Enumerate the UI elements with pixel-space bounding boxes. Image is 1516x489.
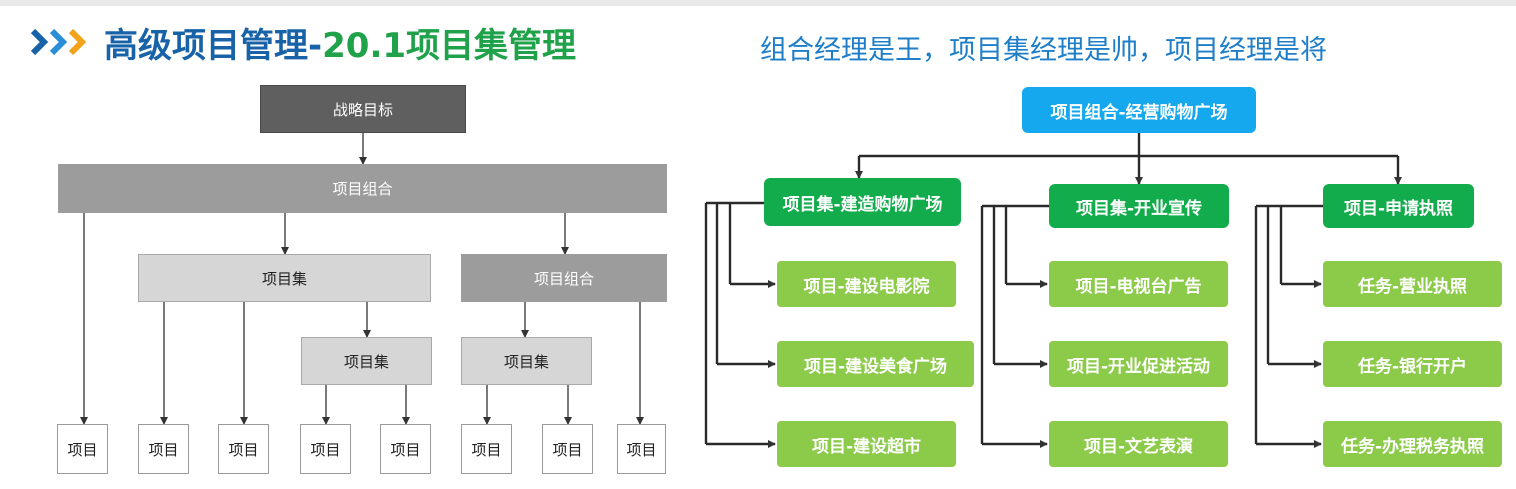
child-node: 任务-办理税务执照 (1323, 421, 1502, 467)
project-node: 项目 (380, 424, 431, 474)
subtitle: 组合经理是王，项目集经理是帅，项目经理是将 (760, 35, 1327, 66)
child-node: 项目-电视台广告 (1049, 261, 1228, 307)
strategy-node: 战略目标 (260, 85, 466, 133)
sub-portfolio-node: 项目组合 (461, 254, 667, 302)
title-main: 高级项目管理- (104, 25, 323, 66)
slide-title: 高级项目管理- 20.1项目集管理 (30, 14, 576, 70)
child-node: 项目-开业促进活动 (1049, 341, 1228, 387)
top-border (0, 0, 1516, 6)
title-highlight: 20.1项目集管理 (322, 25, 577, 66)
project-node: 项目 (138, 424, 189, 474)
program-node-a: 项目集 (138, 254, 431, 302)
project-node: 项目 (300, 424, 351, 474)
child-node: 任务-银行开户 (1323, 341, 1502, 387)
program-node-opening-promo: 项目集-开业宣传 (1049, 184, 1229, 228)
child-node: 项目-建设电影院 (777, 261, 956, 307)
project-node: 项目 (218, 424, 269, 474)
program-node-b: 项目集 (301, 337, 432, 385)
child-node: 项目-建设美食广场 (777, 341, 974, 387)
program-node-build-mall: 项目集-建造购物广场 (764, 178, 961, 226)
project-node: 项目 (542, 424, 593, 474)
project-node-license: 项目-申请执照 (1323, 184, 1474, 228)
project-node: 项目 (57, 424, 108, 474)
child-node: 项目-文艺表演 (1049, 421, 1228, 467)
child-node: 项目-建设超市 (777, 421, 956, 467)
project-node: 项目 (617, 424, 666, 474)
root-portfolio-node: 项目组合-经营购物广场 (1022, 87, 1256, 133)
chevron-right-icon (30, 27, 94, 57)
program-node-c: 项目集 (461, 337, 592, 385)
project-node: 项目 (461, 424, 512, 474)
child-node: 任务-营业执照 (1323, 261, 1502, 307)
portfolio-node: 项目组合 (58, 164, 667, 213)
